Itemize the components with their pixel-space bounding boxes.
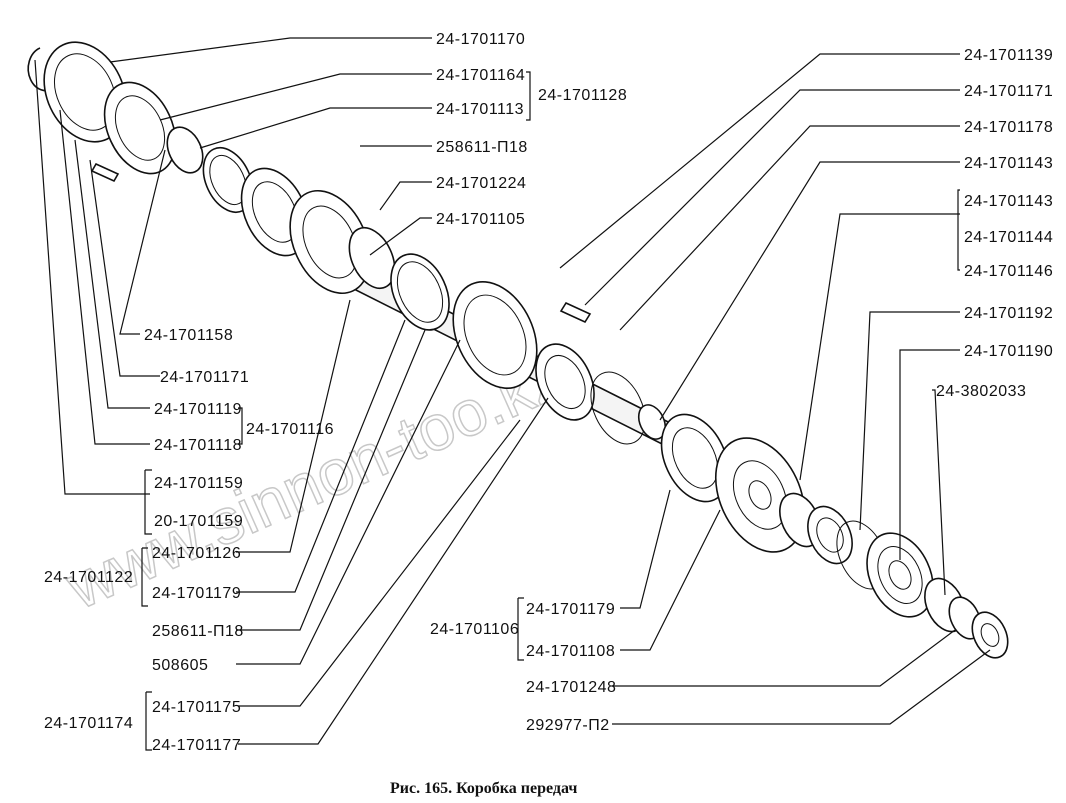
label-508605: 508605: [152, 657, 208, 674]
label-24-1701146: 24-1701146: [964, 263, 1053, 280]
label-24-1701118: 24-1701118: [154, 437, 242, 454]
label-24-1701179-bottom: 24-1701179: [526, 601, 615, 618]
label-24-1701143-a: 24-1701143: [964, 155, 1053, 172]
label-24-1701177: 24-1701177: [152, 737, 241, 754]
label-24-3802033: 24-3802033: [936, 383, 1026, 400]
label-24-1701105: 24-1701105: [436, 211, 525, 228]
label-24-1701159: 24-1701159: [154, 475, 243, 492]
gearbox-parts-drawing: [27, 41, 1009, 659]
label-24-1701171-right: 24-1701171: [964, 83, 1053, 100]
label-24-1701143-b: 24-1701143: [964, 193, 1053, 210]
label-group-24-1701106: 24-1701106: [430, 621, 519, 638]
label-292977-p2: 292977-П2: [526, 717, 610, 734]
label-24-1701248: 24-1701248: [526, 679, 616, 696]
label-24-1701108: 24-1701108: [526, 643, 615, 660]
label-24-1701113: 24-1701113: [436, 101, 524, 118]
label-24-1701158: 24-1701158: [144, 327, 233, 344]
label-group-24-1701116: 24-1701116: [246, 421, 334, 438]
part-labels-right: 24-1701170 24-1701164 24-1701113 24-1701…: [436, 31, 1053, 400]
label-258611-p18-bottom: 258611-П18: [152, 623, 244, 640]
part-labels-bottom: 24-1701179 24-1701108 24-1701106 24-1701…: [430, 601, 616, 734]
label-24-1701178: 24-1701178: [964, 119, 1053, 136]
label-group-24-1701122: 24-1701122: [44, 569, 133, 586]
label-24-1701171-left: 24-1701171: [160, 369, 249, 386]
label-24-1701170: 24-1701170: [436, 31, 525, 48]
label-24-1701179-left: 24-1701179: [152, 585, 241, 602]
label-20-1701159: 20-1701159: [154, 513, 243, 530]
label-24-1701192: 24-1701192: [964, 305, 1053, 322]
label-24-1701224: 24-1701224: [436, 175, 526, 192]
figure-caption: Рис. 165. Коробка передач: [390, 780, 577, 797]
label-group-24-1701174: 24-1701174: [44, 715, 133, 732]
label-24-1701190: 24-1701190: [964, 343, 1053, 360]
label-258611-p18-top: 258611-П18: [436, 139, 528, 156]
label-24-1701119: 24-1701119: [154, 401, 242, 418]
label-24-1701175: 24-1701175: [152, 699, 241, 716]
label-24-1701139: 24-1701139: [964, 47, 1053, 64]
label-group-24-1701128: 24-1701128: [538, 87, 627, 104]
label-24-1701126: 24-1701126: [152, 545, 241, 562]
label-24-1701144: 24-1701144: [964, 229, 1053, 246]
label-24-1701164: 24-1701164: [436, 67, 525, 84]
leader-lines: [34, 37, 991, 751]
part-labels-left: 24-1701158 24-1701171 24-1701119 24-1701…: [44, 327, 334, 754]
